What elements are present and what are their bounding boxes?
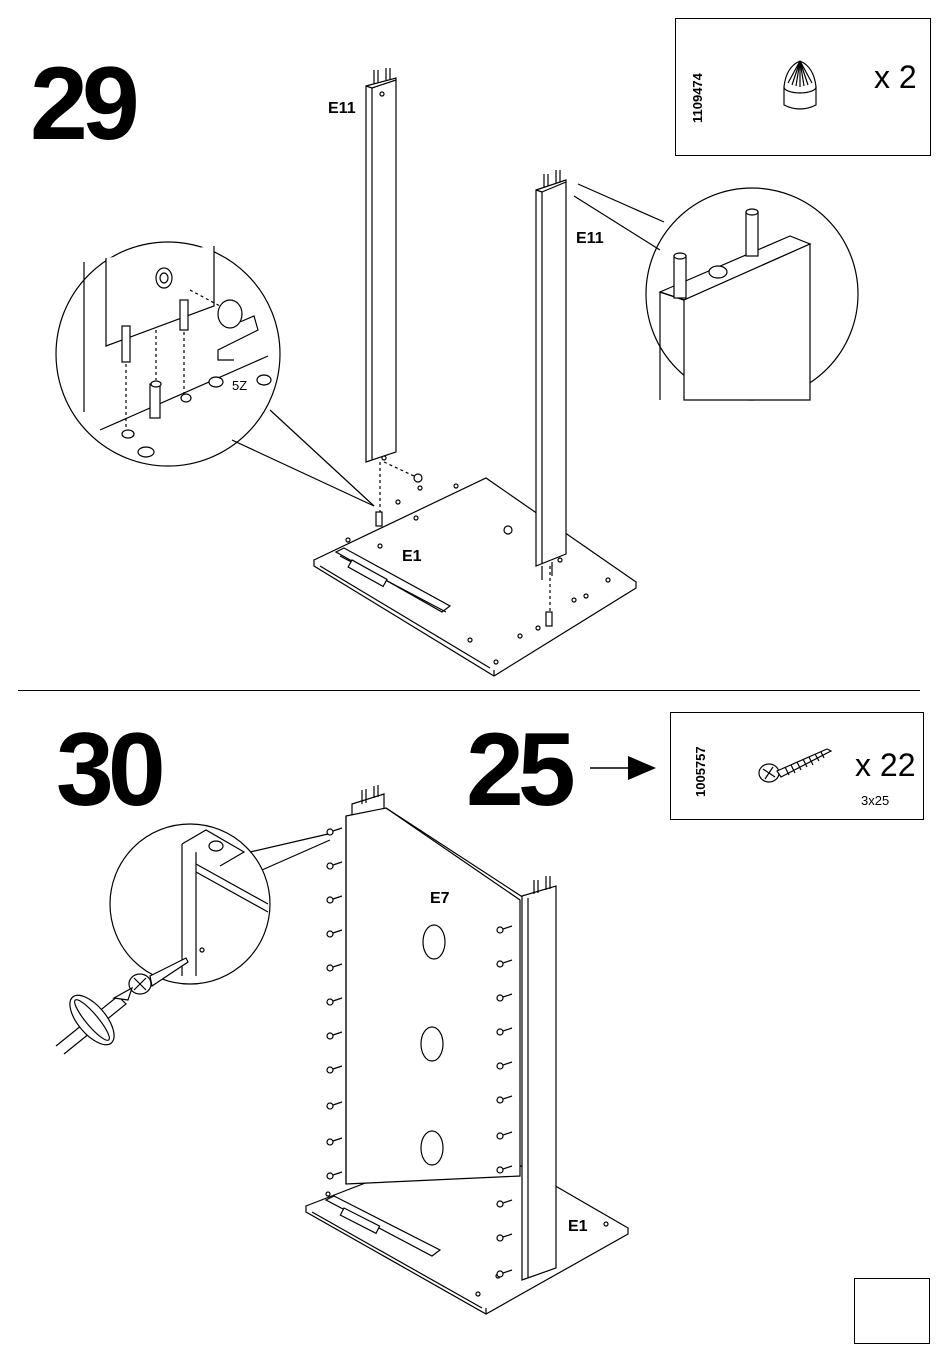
part-label-e7: E7 [430,890,450,908]
page-number-box [854,1278,930,1344]
part-label-e1-step-30: E1 [568,1218,588,1236]
screw-column-left [327,828,342,1179]
